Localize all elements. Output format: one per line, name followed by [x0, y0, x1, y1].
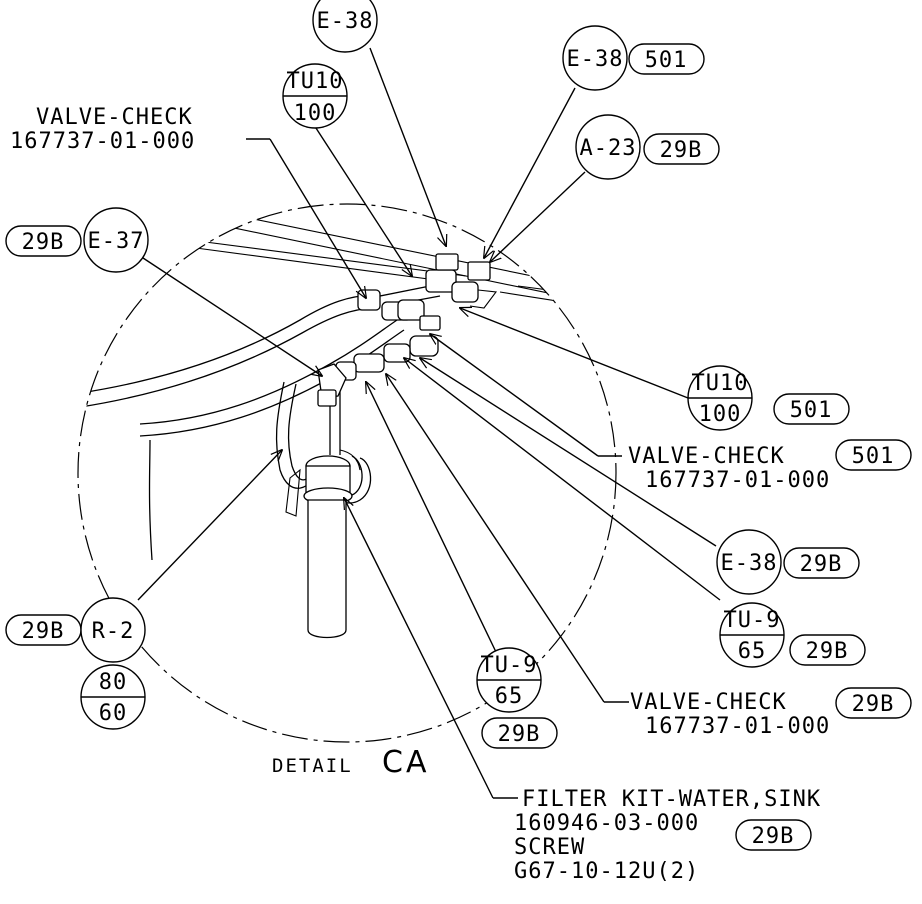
- callout-ref: R-2: [92, 619, 135, 644]
- callout-top: TU10: [692, 371, 749, 396]
- callout-qty: 29B: [22, 619, 65, 644]
- label-line2: 167737-01-000: [10, 129, 195, 154]
- detail-title-letter: CA: [382, 745, 429, 780]
- label-line2: 167737-01-000: [645, 714, 830, 739]
- callout-qty: 29B: [660, 138, 703, 163]
- callout-qty: 501: [645, 48, 688, 73]
- label-filter-kit: FILTER KIT-WATER,SINK 160946-03-000 SCRE…: [514, 787, 821, 884]
- label-line1: FILTER KIT-WATER,SINK: [522, 787, 821, 812]
- label-qty: 501: [852, 444, 895, 469]
- callout-top: TU-9: [724, 608, 781, 633]
- callout-r2: 29B R-2 80 60: [5, 597, 146, 730]
- callout-qty: 29B: [806, 639, 849, 664]
- callout-top: 80: [99, 670, 128, 695]
- detail-title: DETAIL CA: [272, 745, 429, 780]
- label-valve-check-29b: VALVE-CHECK 167737-01-000 29B: [630, 687, 912, 739]
- callout-top: TU10: [287, 69, 344, 94]
- assembly-artwork: [78, 205, 616, 639]
- callout-tu10-top: TU10 100: [282, 63, 348, 129]
- detail-boundary-circle: [77, 203, 617, 743]
- label-line2: 167737-01-000: [645, 468, 830, 493]
- callout-top: TU-9: [481, 653, 538, 678]
- label-line2: 160946-03-000: [514, 811, 699, 836]
- callout-e38-501: E-38 501: [562, 25, 705, 91]
- callout-bottom: 60: [99, 701, 128, 726]
- callout-bottom: 100: [294, 101, 337, 126]
- label-line3: SCREW: [514, 835, 585, 860]
- label-qty: 29B: [852, 692, 895, 717]
- callout-ref: E-38: [567, 47, 624, 72]
- callout-tu9-right: TU-9 65 29B: [719, 602, 866, 668]
- callout-e38-top: E-38: [312, 0, 378, 53]
- label-line1: VALVE-CHECK: [628, 444, 785, 469]
- callout-qty: 29B: [800, 552, 843, 577]
- callout-ref: A-23: [580, 136, 637, 161]
- label-line4: G67-10-12U(2): [514, 859, 699, 884]
- label-qty: 29B: [752, 824, 795, 849]
- callout-a23: A-23 29B: [575, 114, 720, 180]
- label-valve-check-top: VALVE-CHECK 167737-01-000: [10, 105, 195, 154]
- detail-title-prefix: DETAIL: [272, 755, 353, 777]
- callout-e38-29b: E-38 29B: [716, 529, 860, 595]
- leader-lines: [137, 47, 721, 799]
- callout-e37: 29B E-37: [5, 207, 149, 273]
- callout-qty: 501: [790, 398, 833, 423]
- callout-tu9-bottom: TU-9 65 29B: [476, 647, 558, 749]
- callout-ref: E-37: [88, 229, 145, 254]
- callout-ref: E-38: [721, 551, 778, 576]
- callout-e38-top-ref: E-38: [317, 9, 374, 34]
- callout-qty: 29B: [498, 722, 541, 747]
- callout-tu10-right: TU10 100 501: [687, 365, 850, 431]
- callout-qty: 29B: [22, 230, 65, 255]
- callout-bottom: 100: [699, 402, 742, 427]
- callout-bottom: 65: [738, 639, 767, 664]
- label-line1: VALVE-CHECK: [630, 690, 787, 715]
- callout-bottom: 65: [495, 684, 524, 709]
- label-valve-check-501: VALVE-CHECK 167737-01-000 501: [628, 439, 912, 493]
- label-line1: VALVE-CHECK: [36, 105, 193, 130]
